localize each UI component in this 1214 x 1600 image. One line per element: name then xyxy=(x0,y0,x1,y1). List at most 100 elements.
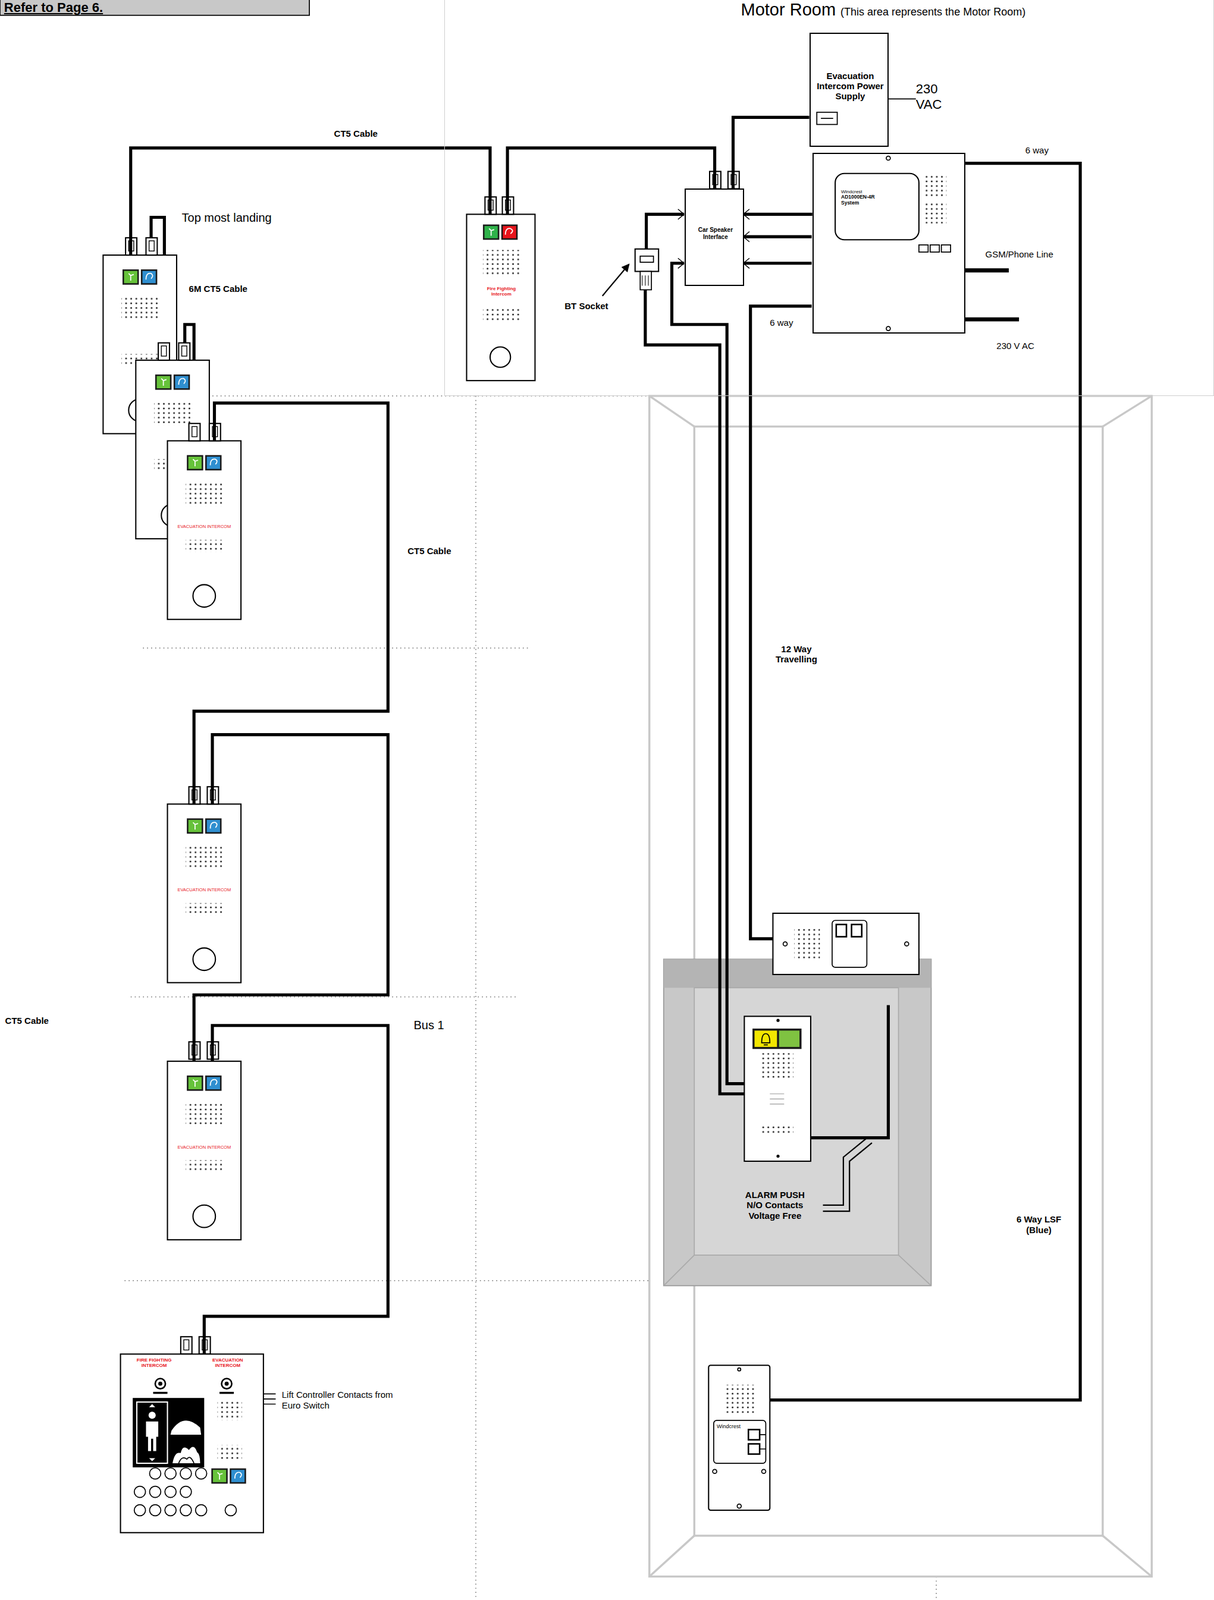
pit-unit xyxy=(708,1365,770,1511)
ad1000-panel-details xyxy=(835,156,951,331)
supply-voltage: 230 V AC xyxy=(996,340,1053,351)
fire-fighting-intercom-unit-part xyxy=(482,249,520,277)
landing-intercom-units-part xyxy=(167,440,242,620)
cable-jacks xyxy=(125,171,740,1355)
device-label: EVACUATION INTERCOM xyxy=(169,524,240,530)
lift-controller-panel-part-part xyxy=(195,1468,207,1480)
fire-fighting-intercom-unit-part xyxy=(482,224,518,241)
bt-socket-part xyxy=(635,249,659,272)
motor-room-wiring-part xyxy=(888,98,916,100)
section-divider-part xyxy=(142,647,529,649)
lift-controller-panel-part xyxy=(263,1394,276,1405)
lift-controller-panel-part xyxy=(211,1469,246,1485)
car-alarm-station-part xyxy=(754,1030,778,1047)
car-top-unit-part xyxy=(794,929,820,960)
cable-connector xyxy=(193,403,388,805)
lift-shaft-part xyxy=(1102,1536,1152,1578)
device-label: FIRE FIGHTING INTERCOM xyxy=(127,1357,181,1369)
power-supply-socket-part xyxy=(816,112,837,125)
power-supply-box: Evacuation Intercom Power Supply xyxy=(809,32,890,147)
lift-controller-panel-part-part xyxy=(164,1505,177,1517)
page-reference-box xyxy=(0,0,310,16)
lift-car-part xyxy=(663,1255,695,1286)
bt-socket-pointer-part xyxy=(602,264,630,296)
lift-controller-panel-part xyxy=(155,1379,166,1390)
pit-unit-part xyxy=(736,1504,742,1510)
cable-note: 12 Way Travelling xyxy=(765,644,827,665)
cable-jacks-part xyxy=(178,343,190,361)
car-alarm-station xyxy=(744,1016,811,1162)
ad1000-panel-details-part xyxy=(918,245,928,253)
cable-connector xyxy=(769,163,1081,1401)
section-divider-part xyxy=(475,396,477,1600)
lift-controller-panel-part xyxy=(217,1445,243,1460)
text-group: EVACUATION INTERCOM xyxy=(202,1357,254,1369)
lift-controller-panel-part-part xyxy=(225,1505,237,1517)
lift-car-part xyxy=(694,987,899,1256)
lift-controller-panel-part-part xyxy=(180,1505,192,1517)
cable-connector xyxy=(193,735,388,1062)
device-label: Top most landing xyxy=(182,211,305,225)
lift-controller-panel-part-part xyxy=(149,1468,161,1480)
car-top-unit-part xyxy=(836,924,847,938)
cable-note: 6 Way LSF (Blue) xyxy=(1009,1214,1069,1236)
lift-controller-panel: FIRE FIGHTING INTERCOM EVACUATION INTERCO… xyxy=(120,1354,264,1533)
device-label: EVACUATION INTERCOM xyxy=(169,888,240,894)
device-label: EVACUATION INTERCOM xyxy=(169,1145,240,1151)
bt-socket-part xyxy=(640,271,652,291)
text-group: Windcrest xyxy=(716,1423,748,1430)
car-top-unit xyxy=(772,913,919,975)
interface-box: Car Speaker Interface xyxy=(684,188,745,286)
lift-controller-panel-part xyxy=(170,1420,202,1436)
fire-fighting-intercom-unit xyxy=(466,214,535,381)
cable-note: 6M CT5 Cable xyxy=(189,283,266,294)
lift-controller-panel-part xyxy=(148,1412,156,1420)
text-group: EVACUATION INTERCOM xyxy=(169,888,240,894)
car-alarm-station-part xyxy=(761,1034,771,1046)
fire-fighting-intercom-unit-part xyxy=(466,214,535,381)
lift-controller-panel-part-part xyxy=(149,1505,161,1517)
page-reference: Refer to Page 6. xyxy=(4,0,209,15)
device-label: Car Speaker Interface xyxy=(688,226,744,241)
motor-room-wiring-part xyxy=(964,268,1009,273)
car-speaker-fanout-part xyxy=(678,209,750,269)
lift-controller-panel-part xyxy=(178,1457,194,1464)
bt-socket-pointer xyxy=(602,264,630,296)
cable-note: 6 way xyxy=(769,317,806,328)
lift-controller-panel-part xyxy=(120,1354,264,1533)
cable-connector xyxy=(507,148,715,215)
bt-socket-part xyxy=(642,275,649,286)
cable-connector xyxy=(732,117,809,189)
device-label: (This area represents the Motor Room) xyxy=(840,5,1026,18)
power-supply-socket-part xyxy=(820,117,834,119)
pit-unit: Windcrest xyxy=(708,1365,770,1511)
alarm-push-leader-part xyxy=(823,1139,867,1206)
motor-room-wiring-part xyxy=(645,289,745,1094)
car-alarm-station-part xyxy=(744,1016,811,1162)
fire-fighting-intercom-unit-part xyxy=(490,347,511,368)
lift-controller-panel-part xyxy=(134,1468,237,1517)
car-alarm-station-part xyxy=(760,1125,794,1135)
car-alarm-station-part xyxy=(769,1094,784,1105)
motor-room-wiring-part xyxy=(743,235,812,239)
pit-unit-part xyxy=(737,1368,741,1372)
lift-controller-panel-part-part xyxy=(134,1487,146,1499)
lift-controller-panel-part xyxy=(172,1447,200,1464)
device-label: EVACUATION INTERCOM xyxy=(202,1357,254,1369)
landing-intercom-unit: Top most landing xyxy=(102,255,179,435)
car-top-unit-part xyxy=(904,942,909,947)
cable-jacks-part xyxy=(158,343,170,361)
section-divider-part xyxy=(130,996,516,999)
car-top-unit-part xyxy=(851,924,862,938)
cable-connector xyxy=(744,212,813,216)
ad1000-panel-details-part xyxy=(941,245,951,253)
power-supply-socket xyxy=(816,112,837,125)
cable-label: CT5 Cable xyxy=(406,546,453,557)
lift-controller-panel-part-part xyxy=(149,1487,161,1499)
motor-room-wiring-part xyxy=(750,306,812,940)
motor-room-area: Motor Room(This area represents the Moto… xyxy=(444,0,1214,397)
text-group: Top most landing xyxy=(182,211,305,225)
car-alarm-station-part xyxy=(776,1155,780,1159)
